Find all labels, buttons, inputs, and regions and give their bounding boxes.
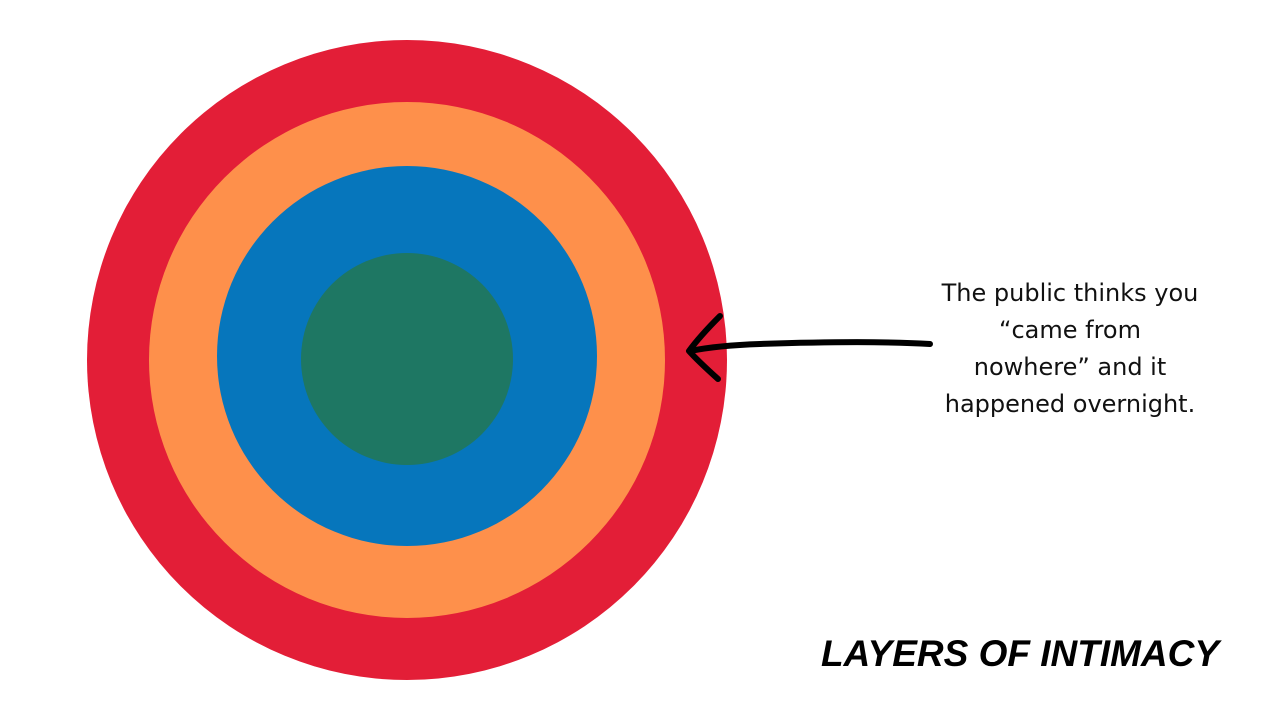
diagram-title: LAYERS OF INTIMACY — [820, 633, 1220, 674]
arrow — [686, 313, 933, 382]
arrow-head — [686, 313, 723, 382]
green-core — [301, 253, 513, 465]
arrow-shaft — [687, 339, 933, 354]
annotation-line-4: happened overnight. — [944, 390, 1196, 418]
annotation-line-2: “came from — [999, 316, 1141, 344]
annotation-line-3: nowhere” and it — [973, 353, 1167, 381]
annotation-text: The public thinks you “came from nowhere… — [915, 275, 1225, 423]
annotation-line-1: The public thinks you — [941, 279, 1199, 307]
